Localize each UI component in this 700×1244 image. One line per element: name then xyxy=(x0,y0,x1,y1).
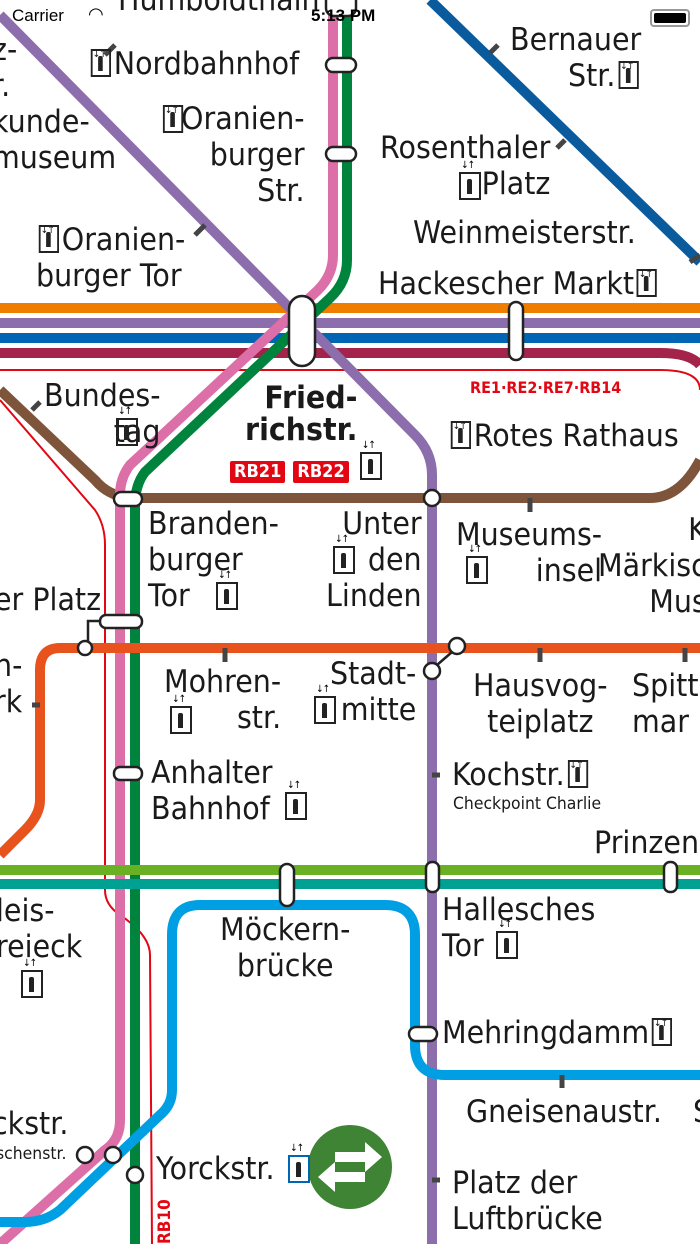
station-yorckstr-s1[interactable]: ckstr. xyxy=(0,1106,69,1142)
elevator-icon xyxy=(466,544,488,584)
station-kochstr[interactable]: Kochstr. xyxy=(452,748,590,793)
kochstr-subtitle: Checkpoint Charlie xyxy=(453,794,602,814)
elevator-icon xyxy=(450,409,471,449)
elevator-icon xyxy=(162,93,184,133)
line-u2-orange xyxy=(0,643,700,859)
line-horizontal-darkred xyxy=(0,348,700,369)
station-stadtmitte[interactable]: Stadt- mitte xyxy=(330,656,417,728)
station-brandenburger-tor[interactable]: Branden- burger Tor xyxy=(148,506,279,614)
elevator-icon xyxy=(38,213,59,253)
elevator-icon xyxy=(90,37,111,77)
line-u5-brown xyxy=(0,386,700,503)
elevator-icon xyxy=(216,570,238,610)
station-gneisenaustr[interactable]: Gneisenaustr. xyxy=(466,1094,662,1130)
badge-rb22: RB22 xyxy=(293,461,349,483)
line-u8 xyxy=(426,0,700,266)
station-yorckstr[interactable]: Yorckstr. xyxy=(156,1151,275,1187)
rb10-label: RB10 xyxy=(155,1199,175,1244)
station-spittelmarkt[interactable]: Spitt mar xyxy=(632,668,699,740)
elevator-icon xyxy=(333,534,355,574)
clock: 5:13 PM xyxy=(311,6,376,25)
station-potsdamer-platz[interactable]: er Platz xyxy=(0,582,102,618)
station-prinzenstr[interactable]: Prinzen xyxy=(594,825,700,861)
elevator-icon xyxy=(285,780,307,820)
station-mohrenstr[interactable]: Mohren- str. xyxy=(164,664,282,736)
elevator-icon xyxy=(651,1006,673,1046)
carrier-label: Carrier xyxy=(12,6,64,25)
station-platz-der-luftbruecke[interactable]: Platz der Luftbrücke xyxy=(452,1165,603,1237)
regional-line xyxy=(0,399,153,1244)
station-markers xyxy=(75,0,679,1185)
station-bundestag[interactable]: Bundes- tag xyxy=(44,378,161,450)
station-suedstern[interactable]: S xyxy=(693,1094,700,1130)
station-mendelssohn-park[interactable]: n- rk xyxy=(0,648,23,720)
elevator-icon xyxy=(618,49,639,89)
switch-direction-button[interactable] xyxy=(308,1125,392,1209)
battery-icon xyxy=(650,9,690,27)
elevator-icon xyxy=(21,958,43,998)
line-purple xyxy=(0,11,437,1244)
elevator-icon xyxy=(288,1143,310,1183)
station-rosenthaler-platz[interactable]: Rosenthaler Platz xyxy=(380,130,551,202)
station-bernauer-str[interactable]: Bernauer Str. xyxy=(510,22,641,94)
wifi-icon: ◠ xyxy=(88,4,104,24)
station-gleisdreieck[interactable]: leis- reieck xyxy=(0,893,83,965)
swap-arrows-icon xyxy=(318,1142,382,1192)
station-rotes-rathaus[interactable]: Rotes Rathaus xyxy=(448,409,679,454)
elevator-icon xyxy=(567,748,588,788)
regional-line-top xyxy=(0,369,700,391)
station-maerkisches-museum[interactable]: K Märkisc Mus xyxy=(598,512,700,620)
station-moeckernbruecke[interactable]: Möckern- brücke xyxy=(220,912,351,984)
badge-rb21: RB21 xyxy=(230,461,286,483)
line-u6-pink xyxy=(0,0,338,1244)
station-hallesches-tor[interactable]: Hallesches Tor xyxy=(442,892,596,964)
line-u7-lightblue xyxy=(0,900,700,1227)
station-humboldthain[interactable]: Humboldthain xyxy=(118,0,320,18)
station-anhalter-bahnhof[interactable]: Anhalter Bahnhof xyxy=(151,755,273,827)
station-mehringdamm[interactable]: Mehringdamm xyxy=(442,1006,675,1051)
station-weinmeisterstr[interactable]: Weinmeisterstr. xyxy=(413,215,636,251)
elevator-icon xyxy=(359,440,382,480)
elevator-icon xyxy=(170,694,192,734)
elevator-icon xyxy=(116,406,138,446)
station-friedrichstr[interactable]: Fried- richstr. xyxy=(245,380,358,448)
station-oranienburger-str[interactable]: Oranien- burger Str. xyxy=(162,93,305,209)
station-hausvogteiplatz[interactable]: Hausvog- teiplatz xyxy=(473,668,608,740)
station-unter-den-linden[interactable]: Unter den Linden xyxy=(326,506,422,614)
regional-badges: RB21 RB22 xyxy=(230,440,385,483)
elevator-icon xyxy=(459,160,481,200)
station-nordbahnhof[interactable]: Nordbahnhof xyxy=(88,37,299,82)
elevator-icon xyxy=(496,919,518,959)
station-hackescher-markt[interactable]: Hackescher Markt xyxy=(378,257,660,302)
elevator-icon xyxy=(636,257,658,297)
station-oranienburger-tor[interactable]: Oranien- burger Tor xyxy=(36,213,185,294)
station-naturkundemuseum[interactable]: z- r. kunde- museum xyxy=(0,32,117,176)
yorckstr-subtitle: schenstr. xyxy=(0,1144,67,1164)
elevator-icon xyxy=(314,684,336,724)
regional-lines-label: RE1·RE2·RE7·RB14 xyxy=(470,378,622,397)
